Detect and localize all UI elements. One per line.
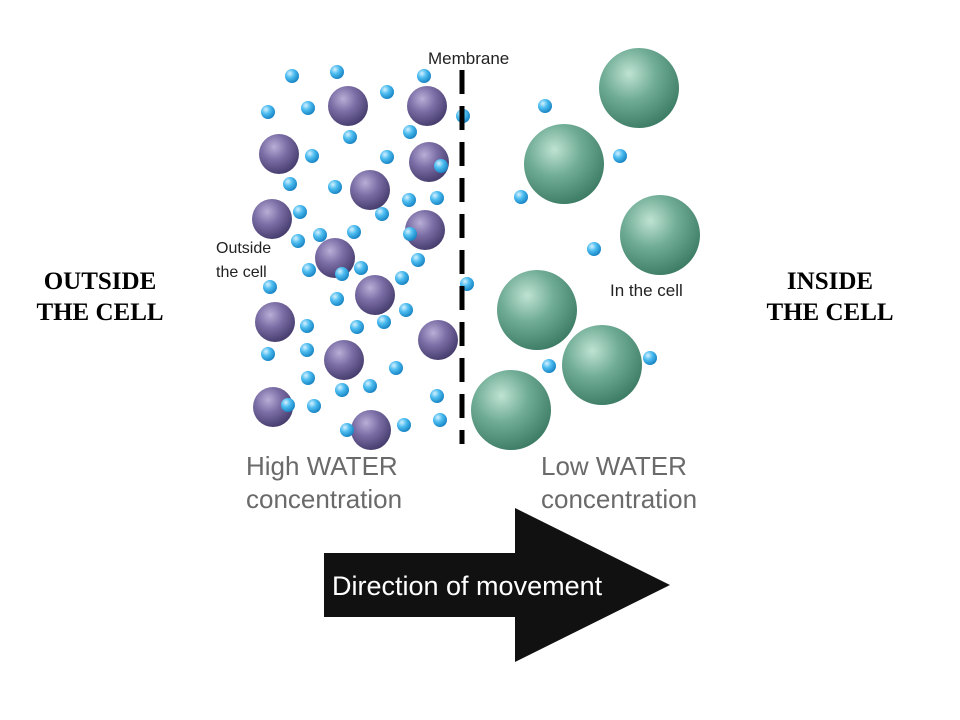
water-molecule [330,292,344,306]
high-water-label-line1: High WATER [246,451,398,481]
water-molecule [402,193,416,207]
solute-particle-outside [418,320,458,360]
solute-particle-inside [497,270,577,350]
water-molecule [354,261,368,275]
solute-particle-outside [252,199,292,239]
outside-label-line2: THE CELL [36,299,164,326]
solute-particle-inside [524,124,604,204]
water-molecule [399,303,413,317]
outside-the-cell-label: OUTSIDE THE CELL [10,266,190,328]
water-molecule [343,130,357,144]
water-molecule [433,413,447,427]
outside-label-line1: OUTSIDE [43,268,157,295]
solute-particle-inside [599,48,679,128]
water-molecule [411,253,425,267]
outside-small-label-line2: the cell [216,264,267,281]
water-molecule [403,227,417,241]
inside-the-cell-label: INSIDE THE CELL [740,266,920,328]
water-molecule [542,359,556,373]
water-molecule [613,149,627,163]
direction-arrow-label: Direction of movement [332,571,603,601]
water-molecule [328,180,342,194]
solute-particle-outside [324,340,364,380]
low-water-label-line1: Low WATER [541,451,687,481]
water-molecule [434,159,448,173]
solute-particle-inside [471,370,551,450]
inside-label-line2: THE CELL [766,299,894,326]
water-molecule [395,271,409,285]
solute-particle-outside [255,302,295,342]
water-molecule [330,65,344,79]
water-molecule [350,320,364,334]
outside-small-label-line1: Outside [216,240,271,257]
water-molecule [293,205,307,219]
outside-solute-particles [252,86,458,450]
solute-particle-outside [315,238,355,278]
solute-particle-outside [253,387,293,427]
solute-particle-outside [259,134,299,174]
water-molecule [347,225,361,239]
inside-solute-particles [471,48,700,450]
water-molecule [285,69,299,83]
water-molecule [263,280,277,294]
water-molecule [375,207,389,221]
water-molecule [301,101,315,115]
water-molecule [307,399,321,413]
water-molecule [538,99,552,113]
solute-particle-outside [351,410,391,450]
water-molecule [302,263,316,277]
water-molecule [514,190,528,204]
water-molecule [261,347,275,361]
water-molecule [380,85,394,99]
solute-particle-inside [562,325,642,405]
water-molecule [340,423,354,437]
membrane-label: Membrane [428,49,509,68]
inside-small-label: In the cell [610,281,683,300]
water-molecule [300,319,314,333]
water-molecule [300,343,314,357]
solute-particle-outside [328,86,368,126]
solute-particle-outside [407,86,447,126]
water-molecule [301,371,315,385]
water-molecule [363,379,377,393]
water-molecule [389,361,403,375]
water-molecule [283,177,297,191]
water-molecule [335,267,349,281]
water-molecule [335,383,349,397]
water-molecule [430,191,444,205]
solute-particle-inside [620,195,700,275]
water-molecule [313,228,327,242]
water-molecule [430,389,444,403]
water-molecule [397,418,411,432]
inside-label-line1: INSIDE [786,268,874,295]
solute-particle-outside [355,275,395,315]
water-molecule [305,149,319,163]
water-molecule [643,351,657,365]
low-water-label-line2: concentration [541,484,697,514]
water-molecules [261,65,657,437]
water-molecule [417,69,431,83]
water-molecule [403,125,417,139]
water-molecule [291,234,305,248]
water-molecule [587,242,601,256]
high-water-label-line2: concentration [246,484,402,514]
direction-arrow [324,508,670,662]
solute-particle-outside [350,170,390,210]
water-molecule [261,105,275,119]
water-molecule [380,150,394,164]
water-molecule [377,315,391,329]
water-molecule [281,398,295,412]
solute-particle-outside [405,210,445,250]
